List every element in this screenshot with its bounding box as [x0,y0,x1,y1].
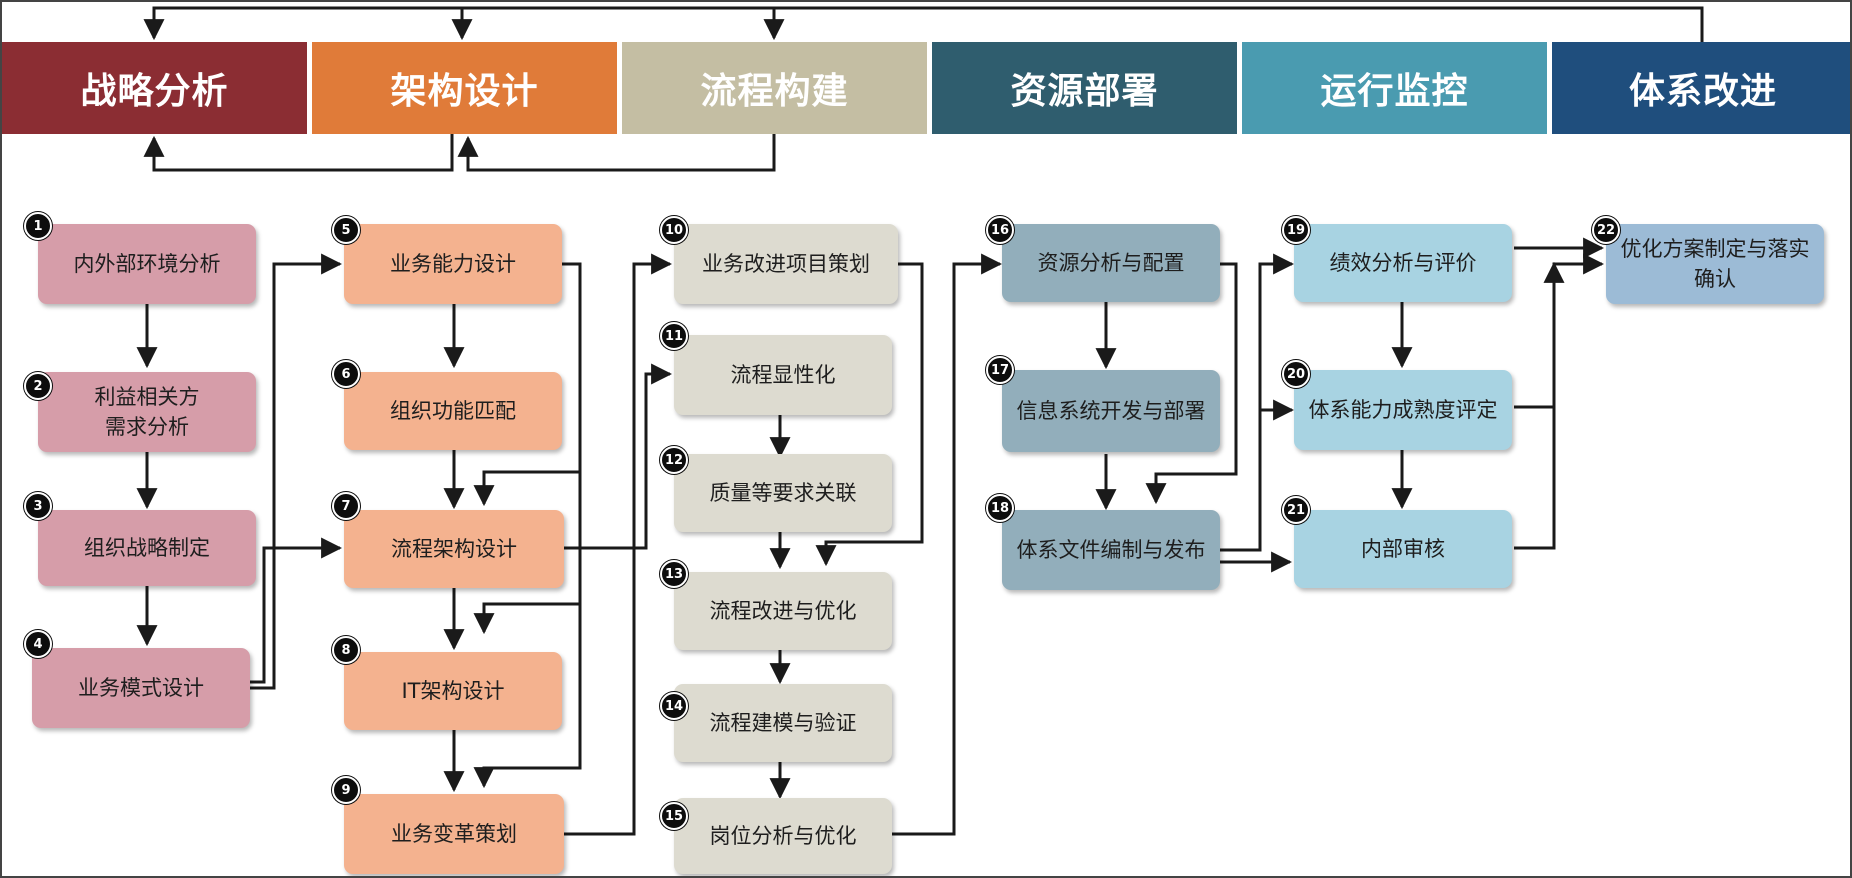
step-label: 绩效分析与评价 [1329,251,1477,275]
feedback-arrow-bottom-2 [457,134,776,172]
step-3: 组织战略制定 [38,510,256,586]
step-number-badge: 9 [332,776,360,804]
step-number-badge: 21 [1282,496,1310,524]
step-number-badge: 7 [332,492,360,520]
step-7: 流程架构设计 [344,510,564,588]
step-number-badge: 1 [24,212,52,240]
step-1: 内外部环境分析 [38,224,256,304]
step-number-badge: 4 [24,630,52,658]
step-18: 体系文件编制与发布 [1002,510,1220,590]
step-label: 体系文件编制与发布 [1016,538,1206,562]
step-number-badge: 12 [660,446,688,474]
step-6: 组织功能匹配 [344,372,562,450]
step-number-badge: 17 [986,356,1014,384]
phase-process-building: 流程构建 [622,42,927,134]
step-10: 业务改进项目策划 [674,224,898,304]
step-number-badge: 5 [332,216,360,244]
arrow-9-10 [564,253,673,836]
step-number-badge: 10 [660,216,688,244]
step-number-badge: 14 [660,692,688,720]
step-label: 体系能力成熟度评定 [1308,398,1498,422]
step-number-badge: 11 [660,322,688,350]
step-16: 资源分析与配置 [1002,224,1220,302]
step-label: 利益相关方需求分析 [94,385,200,439]
arrow-7-11 [564,363,673,550]
step-11: 流程显性化 [674,335,892,415]
step-label: 内部审核 [1361,537,1445,561]
step-number-badge: 6 [332,360,360,388]
phase-operation-monitoring: 运行监控 [1242,42,1547,134]
step-13: 流程改进与优化 [674,572,892,650]
step-label: 组织战略制定 [84,536,210,560]
arrow-15-16 [892,253,1003,836]
step-22: 优化方案制定与落实确认 [1606,224,1824,304]
step-5: 业务能力设计 [344,224,562,304]
phase-architecture-design: 架构设计 [312,42,617,134]
phase-resource-deployment: 资源部署 [932,42,1237,134]
step-label: 内外部环境分析 [73,252,221,276]
step-20: 体系能力成熟度评定 [1294,370,1512,450]
step-number-badge: 3 [24,492,52,520]
step-number-badge: 16 [986,216,1014,244]
step-label: IT架构设计 [401,679,505,703]
step-label: 流程架构设计 [391,537,517,561]
step-label: 流程改进与优化 [709,599,857,623]
step-label: 业务改进项目策划 [702,252,870,276]
arrow-18-20 [1220,399,1295,552]
step-12: 质量等要求关联 [674,454,892,532]
step-number-badge: 8 [332,636,360,664]
arrow-10-13 [815,262,924,567]
step-17: 信息系统开发与部署 [1002,370,1220,452]
step-label: 业务能力设计 [390,252,516,276]
step-label: 信息系统开发与部署 [1016,399,1206,423]
step-label: 优化方案制定与落实确认 [1620,237,1810,291]
step-label: 业务模式设计 [78,676,204,700]
arrow-21-22 [1514,261,1565,550]
step-number-badge: 13 [660,560,688,588]
arrow-16-18 [1145,262,1238,505]
step-label: 流程显性化 [730,363,836,387]
phase-strategy-analysis: 战略分析 [2,42,307,134]
step-21: 内部审核 [1294,510,1512,588]
step-number-badge: 20 [1282,360,1310,388]
step-number-badge: 18 [986,494,1014,522]
step-14: 流程建模与验证 [674,684,892,762]
step-number-badge: 2 [24,372,52,400]
step-label: 业务变革策划 [391,822,517,846]
arrow-7-8-bus [473,602,580,635]
arrow-5-9-bus [473,472,582,789]
step-number-badge: 15 [660,802,688,830]
step-label: 资源分析与配置 [1037,251,1185,275]
step-label: 组织功能匹配 [390,399,516,423]
arrow-4-7 [250,537,343,684]
step-label: 岗位分析与优化 [709,824,857,848]
feedback-arrow-top-1 [143,6,1704,42]
step-9: 业务变革策划 [344,794,564,874]
step-label: 流程建模与验证 [709,711,857,735]
step-number-badge: 22 [1592,216,1620,244]
step-8: IT架构设计 [344,652,562,730]
arrow-4-5 [250,253,343,690]
step-4: 业务模式设计 [32,648,250,728]
arrow-20-22 [1514,253,1605,409]
feedback-arrow-bottom-1 [143,134,454,172]
step-label: 质量等要求关联 [709,481,857,505]
step-number-badge: 19 [1282,216,1310,244]
step-19: 绩效分析与评价 [1294,224,1512,302]
step-15: 岗位分析与优化 [674,798,892,874]
step-2: 利益相关方需求分析 [38,372,256,452]
phase-system-improvement: 体系改进 [1552,42,1850,134]
